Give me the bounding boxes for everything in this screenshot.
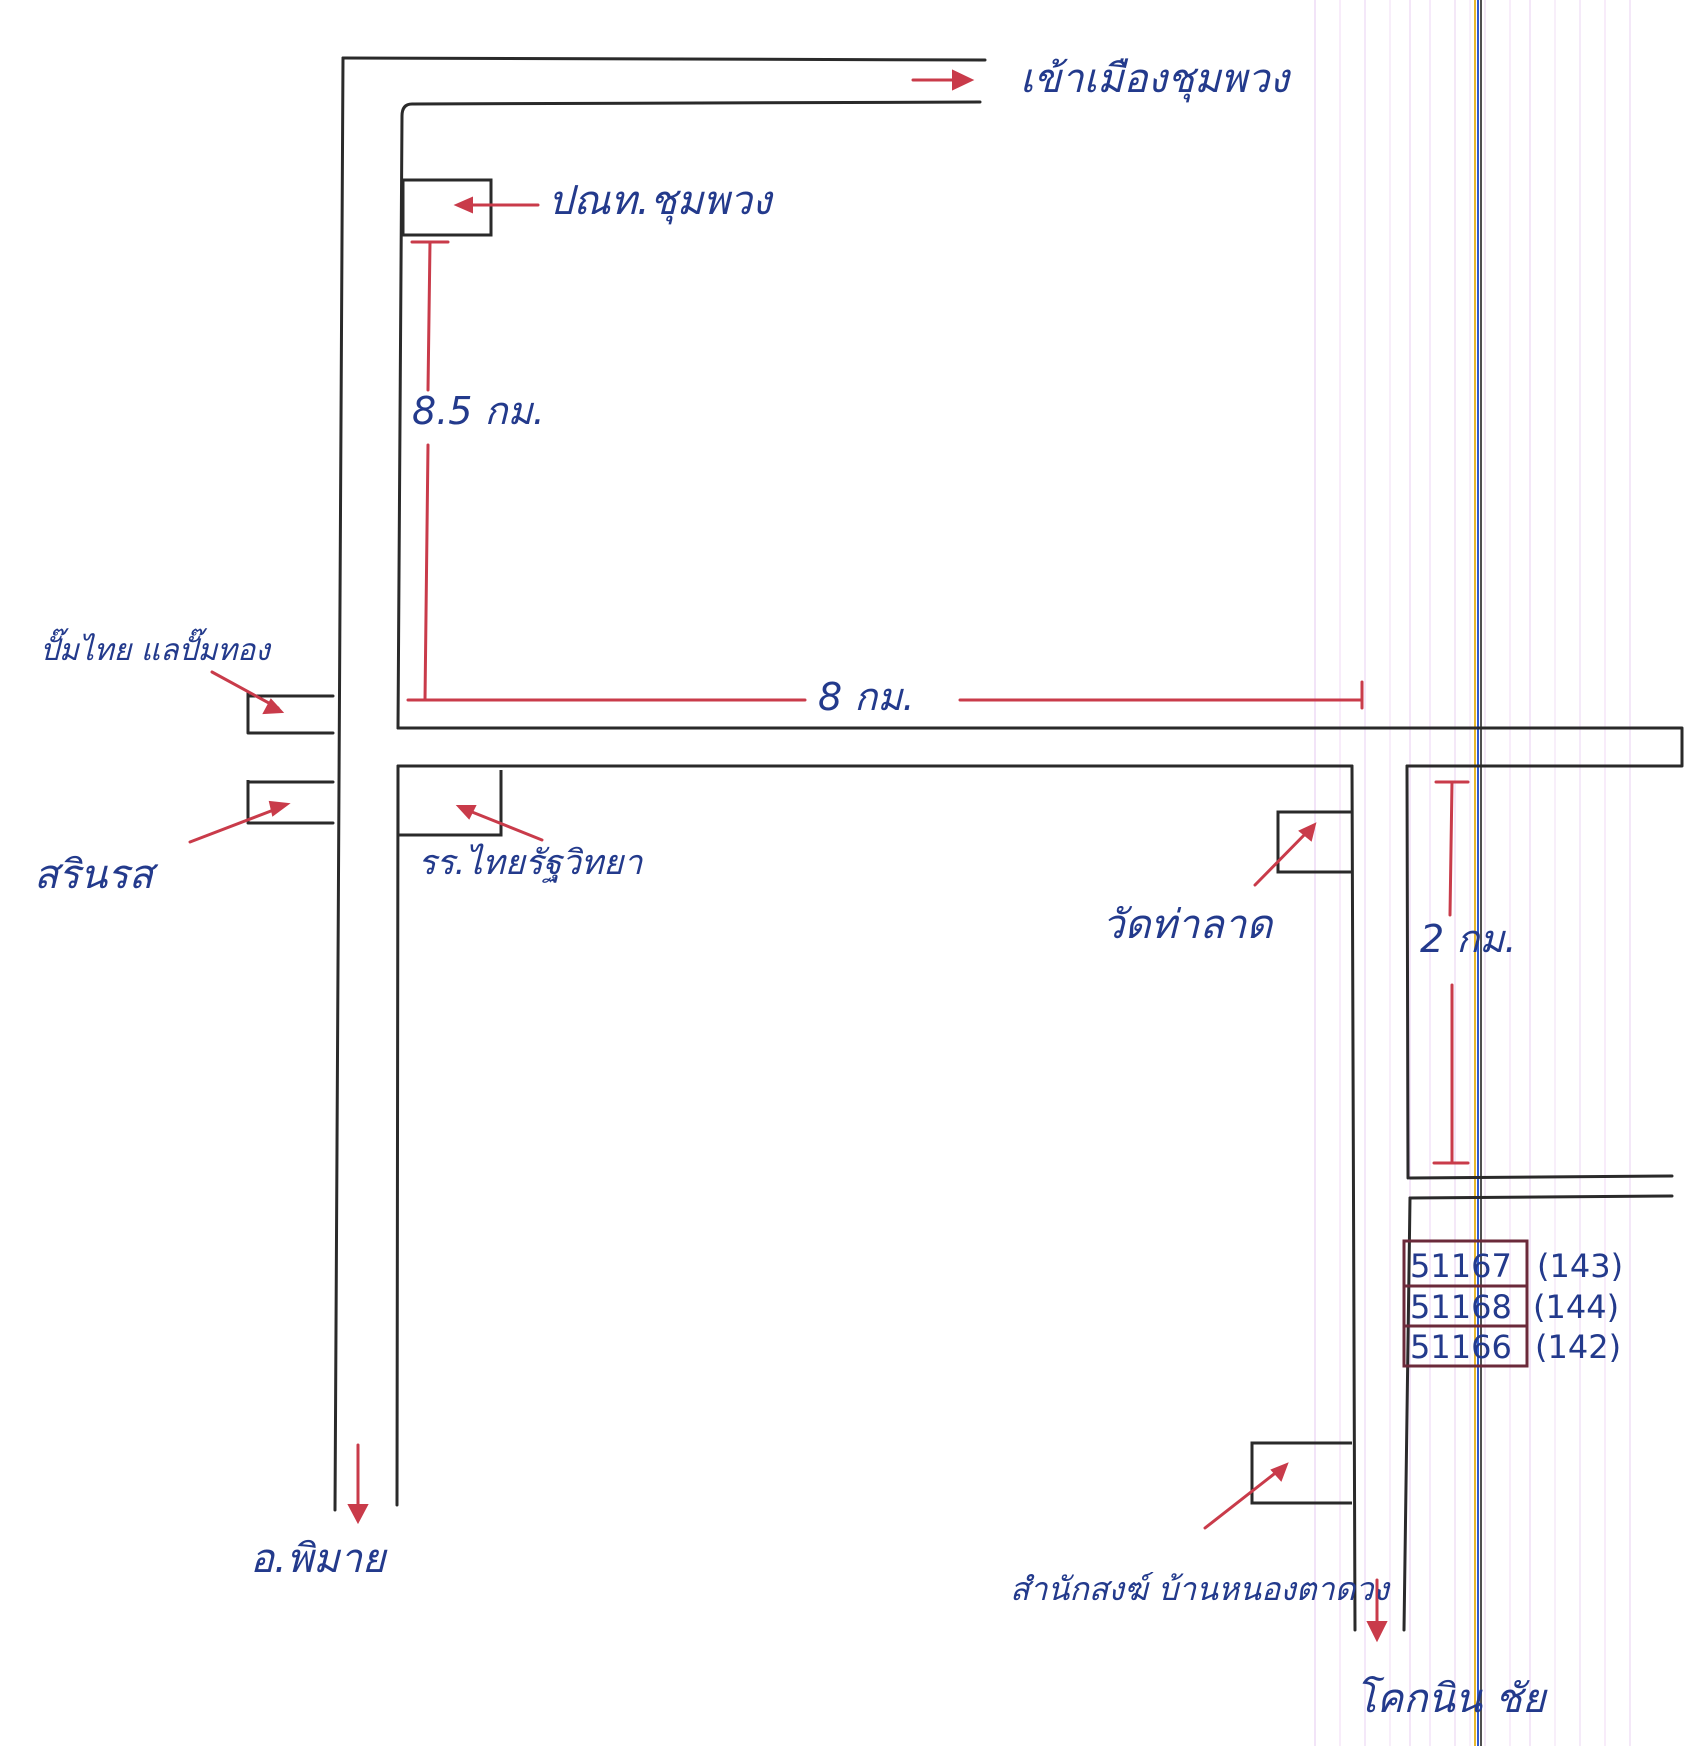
road-small-north-edge (1408, 1174, 1674, 1180)
scan-artifact-lines (1314, 0, 1631, 1746)
road-cross-north-edge (396, 726, 1684, 768)
arrow-to-city-head (952, 69, 975, 91)
road-side-west-edge (1350, 764, 1357, 1632)
buildings (246, 178, 1352, 1505)
road-small-south-edge (1408, 1194, 1674, 1200)
road-main-east-edge (395, 764, 400, 1507)
road-side-east-lower (1402, 1196, 1412, 1632)
label-wat: วัดท่าลาด (1102, 902, 1274, 948)
dim-vertical (426, 240, 432, 392)
dim-side (1448, 780, 1454, 917)
school-box (396, 770, 503, 837)
parcel-code-table: 51167 (143) 51168 (144) 51166 (142) (1402, 1239, 1623, 1368)
label-pump: ปั๊มไทย แลปั๊มทอง (40, 628, 272, 668)
road-top-inner (396, 100, 982, 730)
label-phimai: อ.พิมาย (250, 1536, 388, 1582)
labels: เข้าเมืองชุมพวง ปณท.ชุมพวง 8.5 กม. 8 กม.… (34, 56, 1548, 1722)
label-to-city: เข้าเมืองชุมพวง (1020, 56, 1291, 103)
code-id-2: 51168 (1410, 1288, 1512, 1326)
road-top-outer (341, 56, 987, 62)
annotations (188, 69, 1470, 1643)
code-ref-2: (144) (1533, 1288, 1619, 1326)
sanuk-box (1250, 1441, 1352, 1505)
label-school: รร.ไทยรัฐวิทยา (418, 843, 643, 883)
label-sarin: สรินรส (34, 852, 159, 898)
label-sanuk: สำนักสงฆ์ บ้านหนองตาดวง (1010, 1570, 1391, 1608)
code-cell-3 (1402, 1324, 1529, 1368)
arrow-sarin (188, 804, 286, 844)
label-to-khok: โคกนิน ชัย (1355, 1675, 1548, 1722)
label-dist-horizontal: 8 กม. (818, 675, 914, 719)
code-id-1: 51167 (1410, 1247, 1512, 1285)
road-left-stub-bottom (246, 780, 335, 825)
arrow-wat (1253, 825, 1314, 887)
label-post-office: ปณท.ชุมพวง (548, 178, 774, 225)
code-ref-3: (142) (1535, 1328, 1621, 1366)
code-ref-1: (143) (1537, 1247, 1623, 1285)
road-left-stub-top (246, 694, 335, 735)
arrow-school (460, 806, 544, 842)
wat-box (1276, 810, 1352, 874)
roads (246, 56, 1684, 1632)
road-main-west-edge (333, 56, 345, 1512)
post-office-box (401, 178, 493, 237)
code-id-3: 51166 (1410, 1328, 1512, 1366)
label-dist-side: 2 กม. (1420, 917, 1516, 961)
arrow-pump (210, 670, 280, 710)
road-side-east-edge (1405, 764, 1410, 1180)
label-dist-vertical: 8.5 กม. (412, 389, 545, 433)
arrow-sanuk (1203, 1465, 1285, 1530)
